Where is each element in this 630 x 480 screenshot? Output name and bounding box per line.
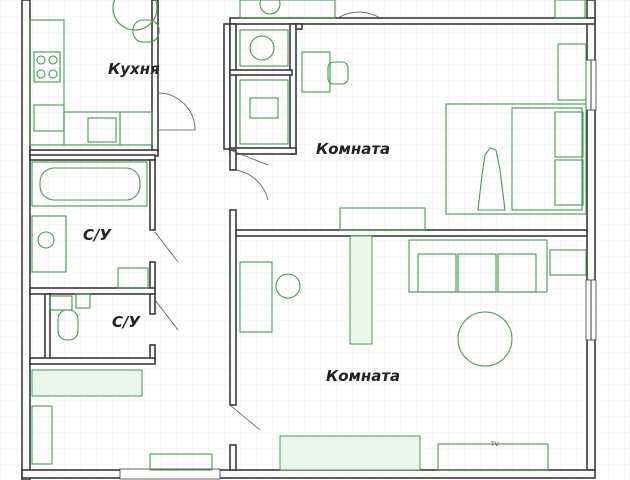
- bath1-furniture: [31, 161, 149, 289]
- kitchen-furniture: [29, 0, 160, 146]
- storage-furniture: [239, 29, 289, 145]
- room2-furniture: [239, 235, 587, 471]
- room-label-room-1: Комната: [316, 140, 391, 158]
- room-label-kitchen: Кухня: [108, 60, 160, 78]
- tv-label: TV: [491, 441, 499, 448]
- doors: [154, 11, 381, 431]
- hallway-furniture: [31, 369, 213, 471]
- room-label-bathroom-1: С/У: [83, 226, 112, 244]
- room-label-room-2: Комната: [326, 367, 401, 385]
- interior-walls: [29, 0, 588, 471]
- windows: [119, 59, 597, 480]
- room1-furniture: [239, 0, 587, 231]
- room-label-bathroom-2: С/У: [112, 313, 141, 331]
- bath2-furniture: [49, 293, 91, 341]
